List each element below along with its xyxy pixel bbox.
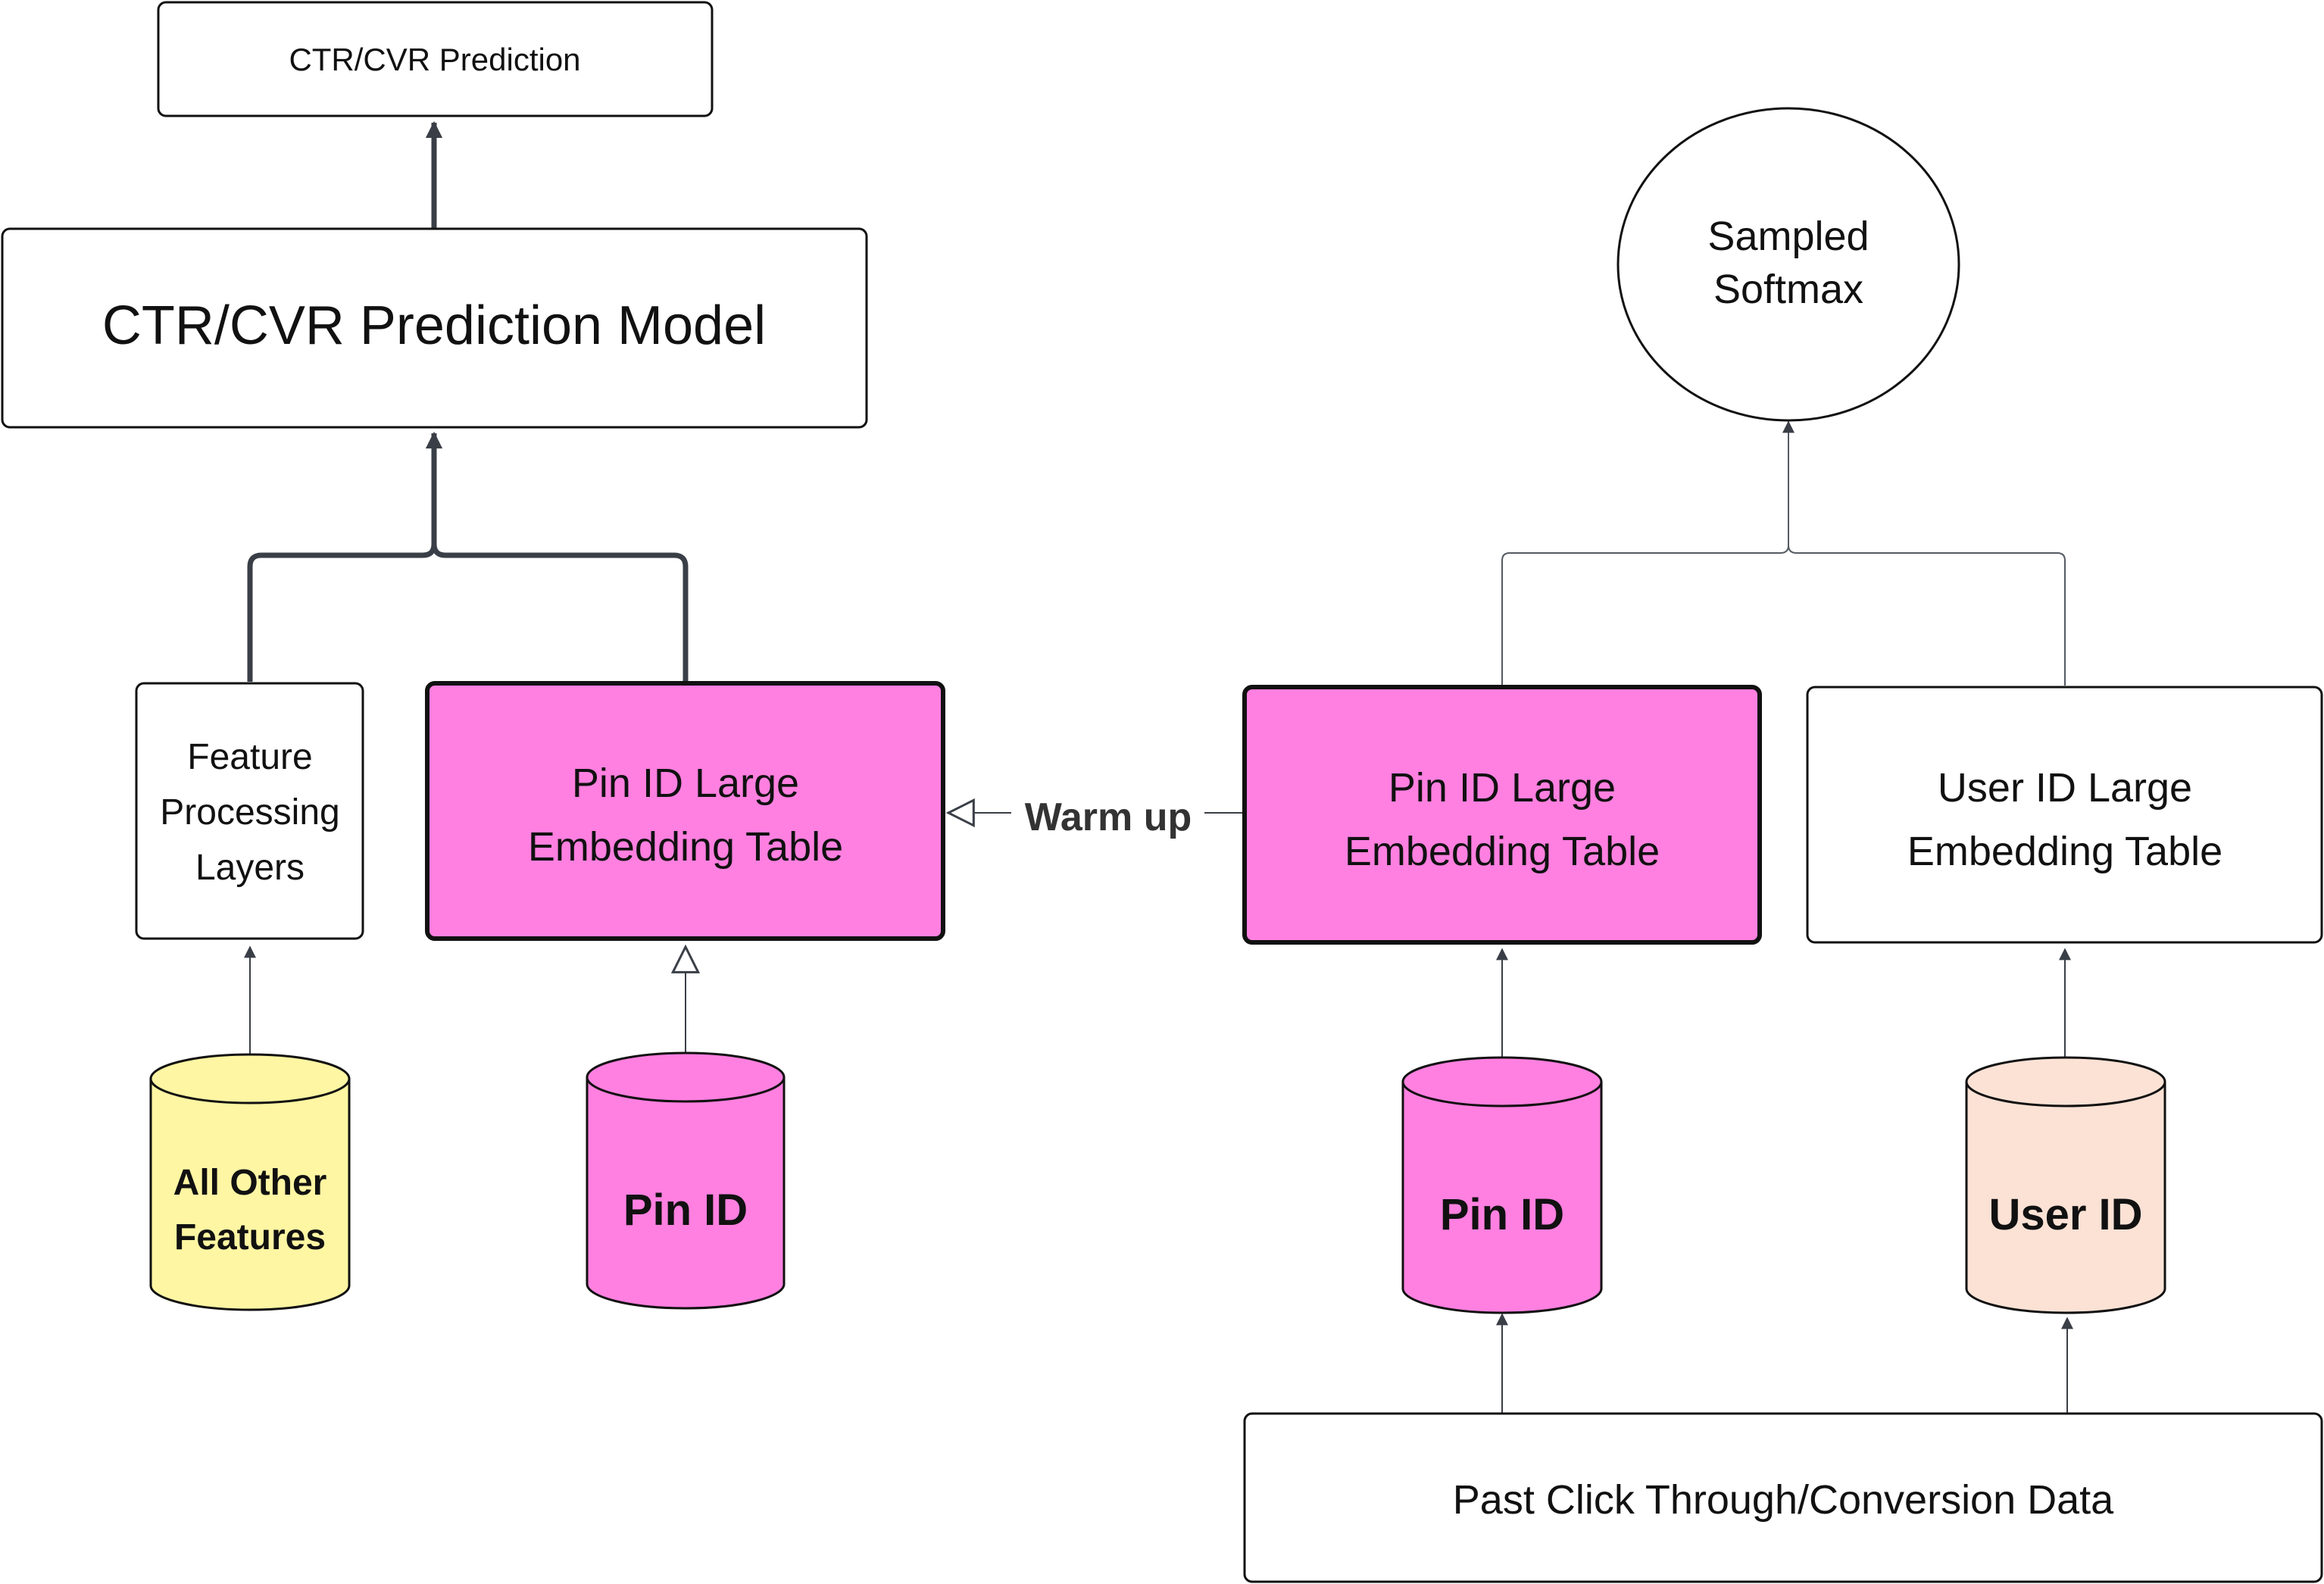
pin-embedding-table-left: Pin ID Large Embedding Table xyxy=(425,681,945,941)
sampled-softmax-line-2: Softmax xyxy=(1713,267,1863,312)
ctr-prediction-label: CTR/CVR Prediction xyxy=(289,42,580,77)
ctr-model-node: CTR/CVR Prediction Model xyxy=(1,227,868,429)
user-id-cylinder: User ID xyxy=(1965,1056,2166,1314)
edge-feature-processing-to-model xyxy=(247,431,443,682)
pin-embedding-table-right: Pin ID Large Embedding Table xyxy=(1242,685,1762,945)
edge-pin-table-to-model xyxy=(431,543,689,682)
feature-processing-line-2: Processing xyxy=(160,792,339,833)
pin-id-cylinder-left: Pin ID xyxy=(586,1051,786,1310)
pin-id-cylinder-right: Pin ID xyxy=(1401,1056,1603,1314)
feature-processing-line-3: Layers xyxy=(195,848,305,888)
pin-id-left-label: Pin ID xyxy=(623,1186,748,1235)
pin-table-left-line-2: Embedding Table xyxy=(528,824,843,870)
pin-table-right-line-1: Pin ID Large xyxy=(1388,765,1616,811)
all-other-features-line-2: Features xyxy=(174,1217,326,1258)
pin-id-right-label: Pin ID xyxy=(1440,1190,1564,1239)
edge-pin-table-right-to-softmax xyxy=(1501,420,1795,686)
warm-up-label: Warm up xyxy=(1025,795,1192,839)
feature-processing-node: Feature Processing Layers xyxy=(135,682,364,940)
ctr-prediction-node: CTR/CVR Prediction xyxy=(157,1,714,117)
sampled-softmax-node: Sampled Softmax xyxy=(1616,107,1960,422)
ctr-model-label: CTR/CVR Prediction Model xyxy=(102,295,766,356)
past-data-label: Past Click Through/Conversion Data xyxy=(1453,1477,2114,1523)
pin-table-right-line-2: Embedding Table xyxy=(1345,829,1660,874)
feature-processing-line-1: Feature xyxy=(187,737,312,777)
user-table-line-1: User ID Large xyxy=(1938,765,2192,811)
user-table-line-2: Embedding Table xyxy=(1907,829,2222,874)
pin-table-left-line-1: Pin ID Large xyxy=(572,761,799,806)
warm-up-label-bg xyxy=(1011,788,1204,838)
user-embedding-table: User ID Large Embedding Table xyxy=(1806,686,2323,944)
sampled-softmax-line-1: Sampled xyxy=(1707,214,1869,259)
edge-user-table-to-softmax xyxy=(1788,545,2066,686)
past-data-node: Past Click Through/Conversion Data xyxy=(1243,1412,2323,1583)
user-id-label: User ID xyxy=(1988,1190,2142,1239)
all-other-features-cylinder: All Other Features xyxy=(149,1053,351,1311)
all-other-features-line-1: All Other xyxy=(173,1163,327,1203)
